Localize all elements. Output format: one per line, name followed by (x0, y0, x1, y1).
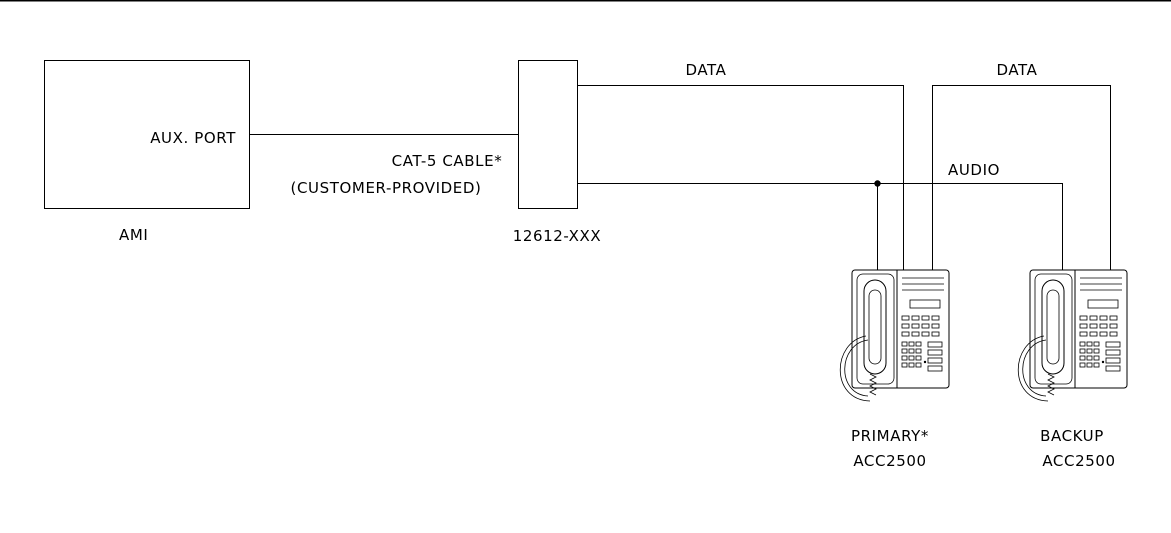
cable-label-line1: CAT-5 CABLE* (392, 152, 503, 170)
backup-label-line2: ACC2500 (1042, 452, 1115, 470)
aux-port-label: AUX. PORT (150, 129, 236, 147)
primary-phone-icon (839, 269, 950, 402)
junction-box (518, 60, 578, 209)
backup-phone-icon (1017, 269, 1128, 402)
audio-label: AUDIO (948, 161, 1000, 179)
backup-label-line1: BACKUP (1040, 427, 1104, 445)
primary-label-line1: PRIMARY* (851, 427, 929, 445)
data-label-primary: DATA (685, 61, 726, 79)
ami-label: AMI (119, 226, 148, 244)
primary-label-line2: ACC2500 (853, 452, 926, 470)
data-label-backup: DATA (996, 61, 1037, 79)
audio-line (577, 183, 1063, 270)
junction-box-label: 12612-XXX (513, 227, 602, 245)
audio-junction-dot (874, 180, 881, 187)
cable-label-line2: (CUSTOMER-PROVIDED) (291, 179, 482, 197)
data-line-backup (932, 85, 1111, 270)
data-line-primary (577, 85, 904, 270)
